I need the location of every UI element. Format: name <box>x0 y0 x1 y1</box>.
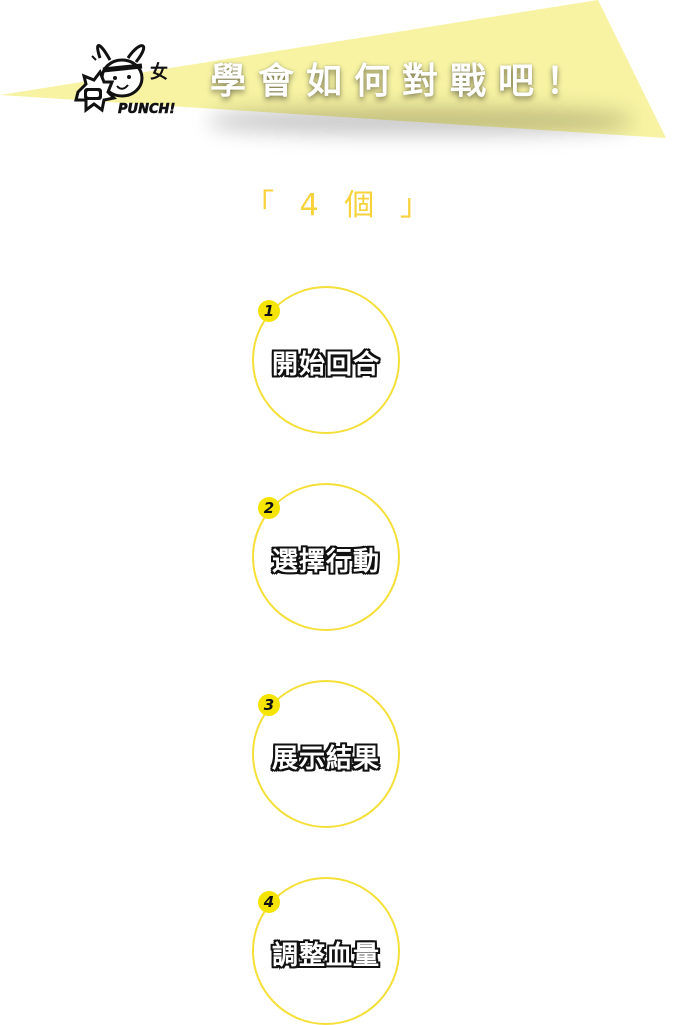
page-title: 學會如何對戰吧！ <box>210 61 595 102</box>
step-count-label: 「 4 個 」 <box>244 188 438 223</box>
mascot-punch-text: PUNCH! <box>118 102 175 117</box>
step-ring <box>252 680 400 828</box>
header-banner <box>0 0 666 138</box>
step-3: 3 展示結果 <box>252 680 400 828</box>
step-label: 調整血量 <box>271 940 381 973</box>
step-1: 1 開始回合 <box>252 286 400 434</box>
step-number-badge: 2 <box>258 497 280 519</box>
banner-shadow <box>210 108 630 134</box>
step-label: 開始回合 <box>271 349 381 382</box>
step-label: 展示結果 <box>271 743 381 776</box>
punch-mascot-icon: 女 PUNCH! <box>74 44 176 117</box>
step-4: 4 調整血量 <box>252 877 400 1025</box>
step-number-badge: 1 <box>258 300 280 322</box>
mascot-char: 女 <box>150 61 168 83</box>
step-number-badge: 3 <box>258 694 280 716</box>
step-number-badge: 4 <box>258 891 280 913</box>
step-2: 2 選擇行動 <box>252 483 400 631</box>
step-ring <box>252 483 400 631</box>
step-ring <box>252 286 400 434</box>
step-label: 選擇行動 <box>271 546 381 579</box>
